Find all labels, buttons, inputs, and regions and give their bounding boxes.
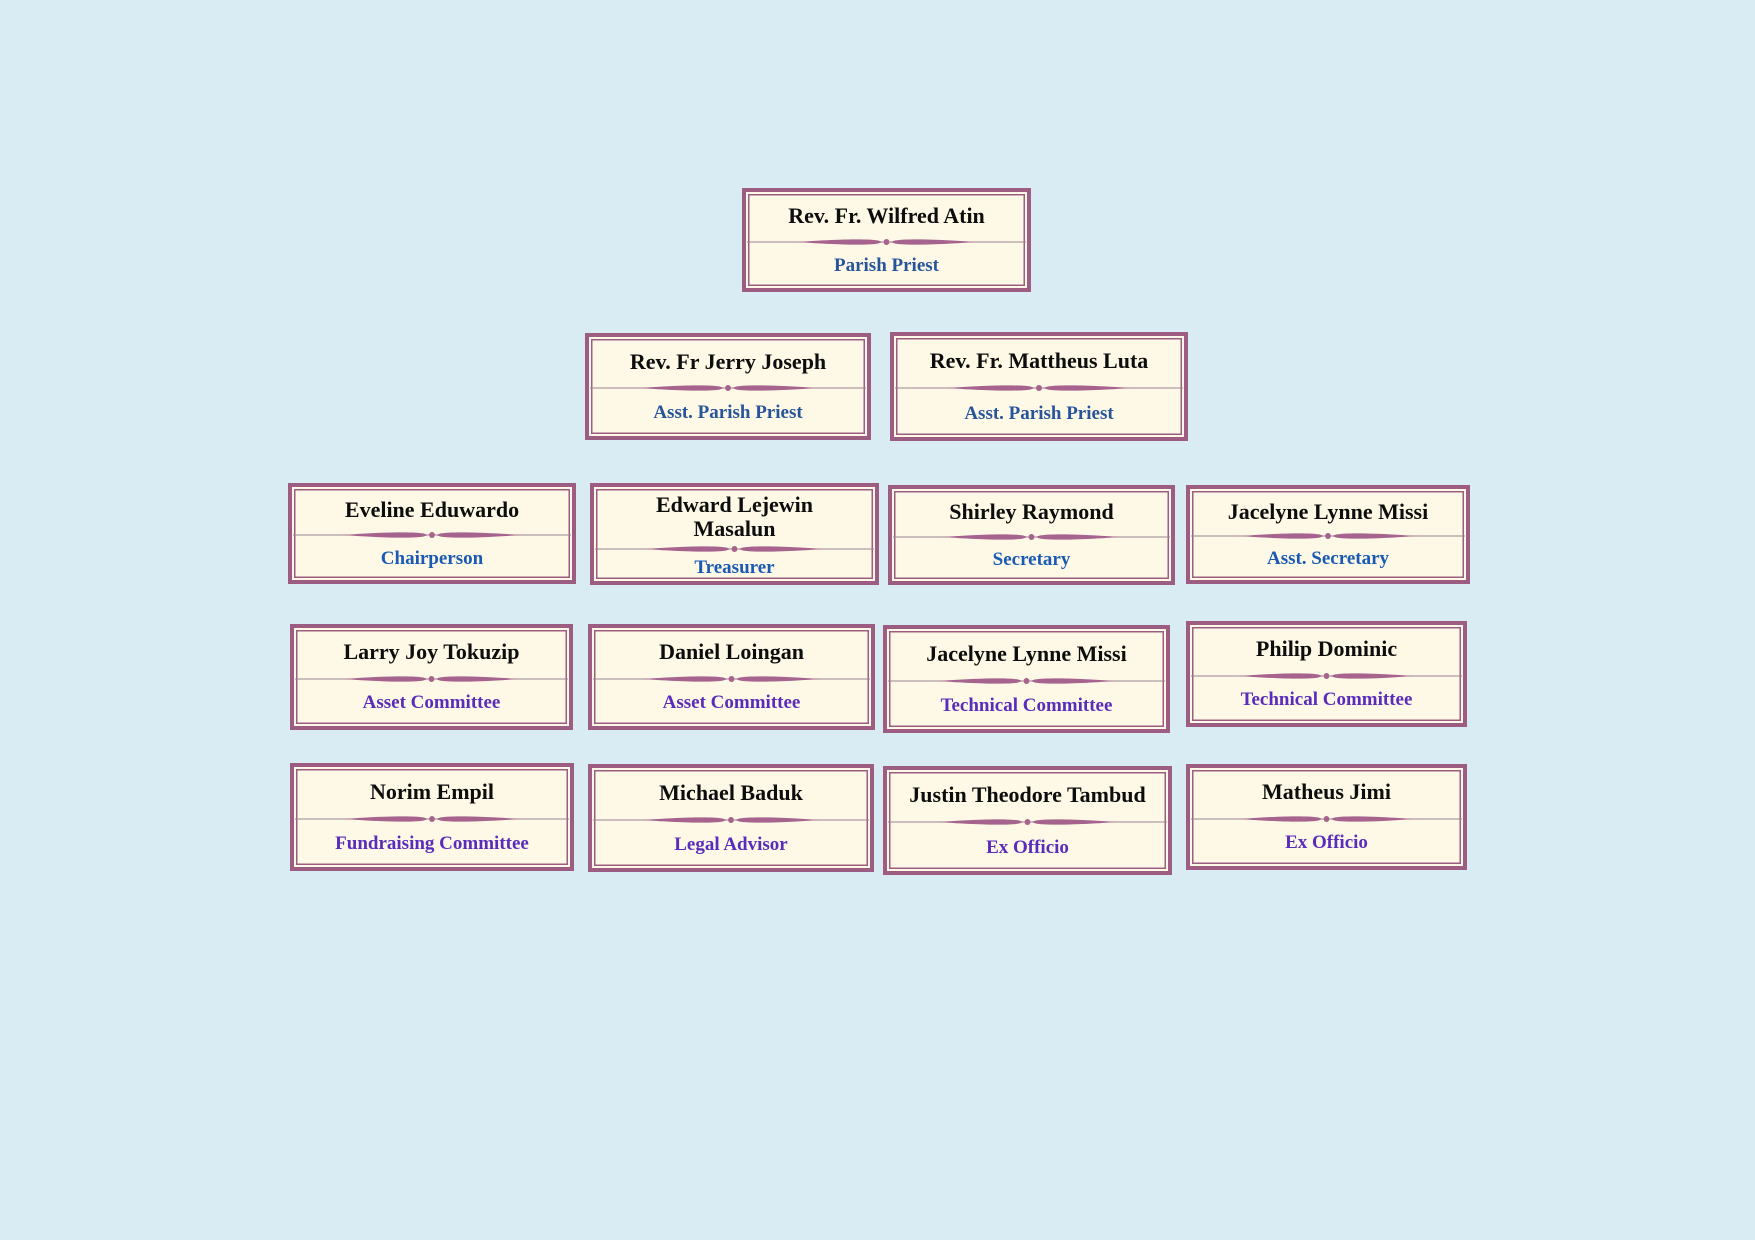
person-name: Rev. Fr. Mattheus Luta — [929, 348, 1149, 374]
org-box: Justin Theodore Tambud Ex Officio — [883, 766, 1172, 875]
person-title: Fundraising Committee — [335, 832, 529, 854]
person-name: Edward Lejewin Masalun — [655, 492, 814, 541]
person-title: Secretary — [992, 548, 1071, 570]
person-name: Jacelyne Lynne Missi — [1227, 498, 1429, 524]
org-box: Rev. Fr Jerry Joseph Asst. Parish Priest — [585, 333, 871, 440]
org-box: Rev. Fr. Mattheus Luta Asst. Parish Prie… — [890, 332, 1188, 441]
person-name: Shirley Raymond — [949, 498, 1114, 524]
divider-ornament-icon — [592, 671, 871, 687]
person-name: Larry Joy Tokuzip — [343, 639, 520, 665]
person-title: Asset Committee — [662, 692, 801, 714]
person-name: Matheus Jimi — [1262, 779, 1391, 805]
org-box: Shirley Raymond Secretary — [888, 485, 1175, 585]
person-title: Parish Priest — [833, 254, 939, 276]
divider-ornament-icon — [1190, 668, 1463, 684]
divider-ornament-icon — [894, 380, 1184, 396]
org-box: Norim Empil Fundraising Committee — [290, 763, 574, 871]
org-box: Michael Baduk Legal Advisor — [588, 764, 874, 872]
person-title: Asst. Secretary — [1266, 547, 1390, 569]
divider-ornament-icon — [294, 811, 570, 827]
org-box: Philip Dominic Technical Committee — [1186, 621, 1467, 727]
org-box: Jacelyne Lynne Missi Technical Committee — [883, 625, 1170, 733]
person-name: Norim Empil — [369, 779, 495, 805]
divider-ornament-icon — [294, 671, 569, 687]
org-box: Eveline Eduwardo Chairperson — [288, 483, 576, 584]
org-box: Edward Lejewin Masalun Treasurer — [590, 483, 879, 585]
person-name: Jacelyne Lynne Missi — [926, 641, 1127, 667]
person-name: Michael Baduk — [659, 780, 803, 806]
divider-ornament-icon — [1190, 528, 1466, 544]
divider-ornament-icon — [892, 529, 1171, 545]
person-title: Ex Officio — [1285, 832, 1368, 854]
person-name: Rev. Fr Jerry Joseph — [629, 348, 827, 374]
org-box: Rev. Fr. Wilfred Atin Parish Priest — [742, 188, 1031, 292]
person-title: Asst. Parish Priest — [653, 402, 803, 424]
org-box: Daniel Loingan Asset Committee — [588, 624, 875, 730]
person-name: Daniel Loingan — [659, 639, 804, 665]
divider-ornament-icon — [589, 380, 867, 396]
divider-ornament-icon — [746, 234, 1027, 250]
org-box: Larry Joy Tokuzip Asset Committee — [290, 624, 573, 730]
person-title: Ex Officio — [986, 836, 1069, 858]
person-name: Eveline Eduwardo — [344, 497, 520, 523]
divider-ornament-icon — [592, 812, 870, 828]
divider-ornament-icon — [594, 541, 875, 557]
person-title: Treasurer — [694, 556, 775, 578]
divider-ornament-icon — [887, 814, 1168, 830]
divider-ornament-icon — [292, 527, 572, 543]
person-name: Rev. Fr. Wilfred Atin — [788, 202, 985, 228]
person-name: Justin Theodore Tambud — [909, 782, 1146, 808]
person-title: Technical Committee — [940, 694, 1113, 716]
divider-ornament-icon — [1190, 811, 1463, 827]
person-title: Asst. Parish Priest — [964, 402, 1114, 424]
divider-ornament-icon — [887, 673, 1166, 689]
person-name: Philip Dominic — [1255, 636, 1398, 662]
person-title: Asset Committee — [362, 692, 501, 714]
person-title: Technical Committee — [1240, 689, 1413, 711]
person-title: Legal Advisor — [674, 833, 788, 855]
person-title: Chairperson — [380, 547, 484, 569]
org-box: Jacelyne Lynne Missi Asst. Secretary — [1186, 485, 1470, 584]
org-box: Matheus Jimi Ex Officio — [1186, 764, 1467, 870]
